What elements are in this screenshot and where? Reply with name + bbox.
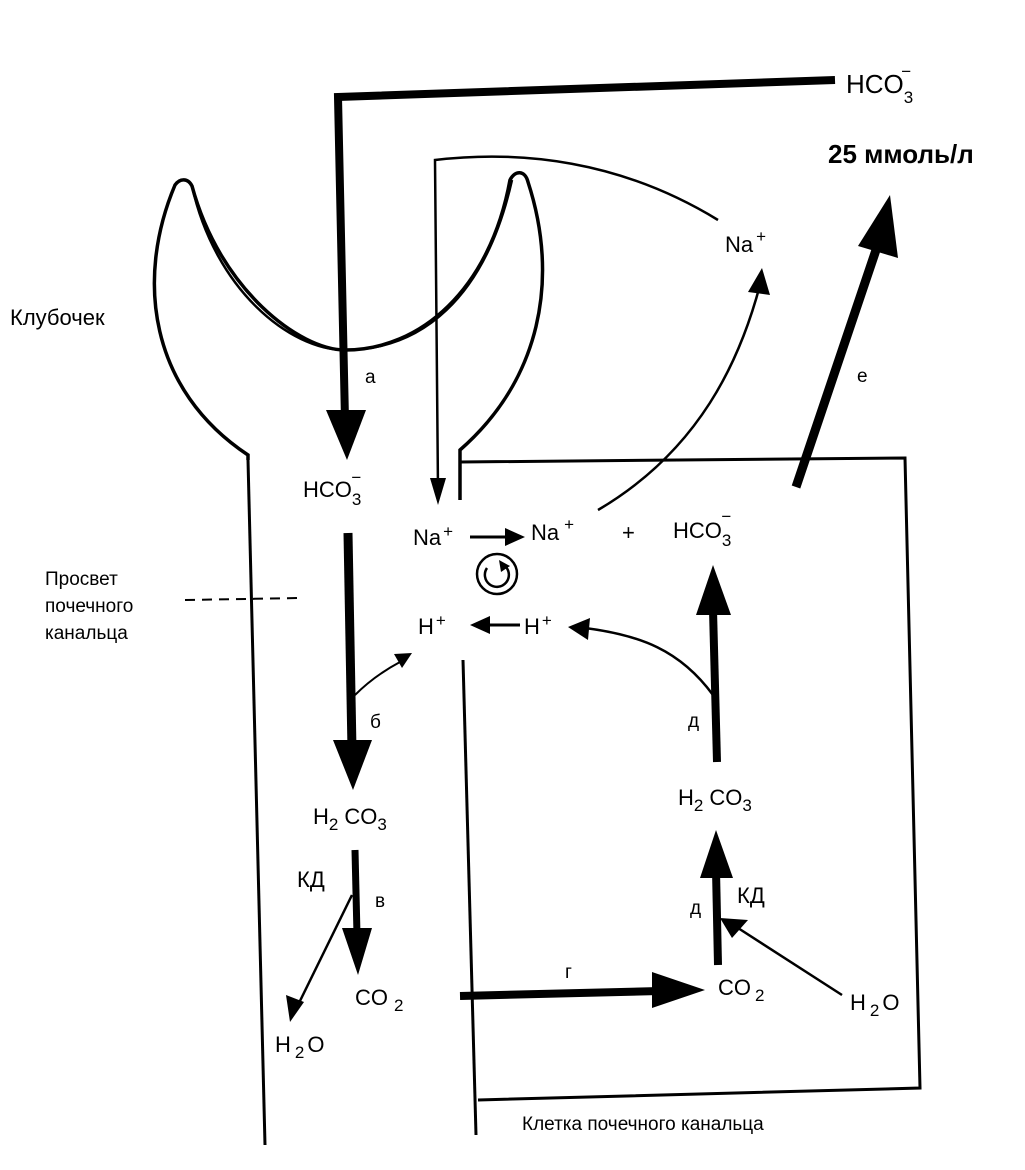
cell-box xyxy=(459,456,922,1102)
step-v-label: в xyxy=(375,891,385,912)
arrow-d2-head xyxy=(696,565,731,615)
antiporter-inner-head xyxy=(499,560,510,572)
arrow-b-head xyxy=(333,740,372,790)
step-a-label: а xyxy=(365,367,376,388)
blood-hco3-label: HCO3− xyxy=(846,62,913,107)
lumen-pointer-dashed xyxy=(184,597,301,601)
h-join-arrow-head xyxy=(394,653,412,668)
glomerulus-inner-arc xyxy=(190,179,514,352)
blood-concentration-label: 25 ммоль/л xyxy=(828,139,974,169)
h-secretion-arrow-head xyxy=(470,616,490,634)
h2o-split-arrow-head xyxy=(286,995,304,1022)
lumen-label-line2: почечного xyxy=(45,596,133,617)
arrow-d1 xyxy=(712,869,722,966)
arrow-d1-head xyxy=(700,830,733,878)
lumen-wall-right xyxy=(461,659,478,1136)
na-reabsorb-arrow xyxy=(597,284,762,512)
arrow-e xyxy=(791,248,881,489)
h-join-arrow xyxy=(354,661,401,696)
cell-na-label: Na+ xyxy=(531,515,574,545)
antiporter-circle-inner xyxy=(483,565,511,589)
arrow-e-head xyxy=(858,195,898,258)
arrow-g xyxy=(459,987,661,1000)
lumen-kd-label: КД xyxy=(297,867,325,892)
glomerulus-label: Клубочек xyxy=(10,305,105,330)
h2o-join-arrow xyxy=(737,926,843,997)
lumen-label-line3: канальца xyxy=(45,623,128,644)
h-branch-arrow xyxy=(584,626,715,696)
na-reabsorb-arrow-head xyxy=(748,268,770,295)
lumen-na-label: Na+ xyxy=(413,522,453,550)
lumen-h-label: H+ xyxy=(418,611,446,639)
arrow-g-head xyxy=(652,972,705,1008)
h-branch-arrow-head xyxy=(568,618,590,640)
na-filtered-arrow-head xyxy=(430,478,446,505)
cell-kd-label: КД xyxy=(737,883,765,908)
na-transport-arrow-head xyxy=(505,528,525,546)
na-filtered-arrow xyxy=(433,155,719,491)
arrow-a-head xyxy=(326,410,366,460)
cell-label: Клетка почечного канальца xyxy=(522,1114,764,1135)
antiporter-circle-outer xyxy=(475,552,519,596)
step-d1-label: д xyxy=(690,898,701,919)
cell-h-label: H+ xyxy=(524,611,552,639)
cell-hco3-label: HCO3− xyxy=(673,507,731,550)
step-d2-label: д xyxy=(688,711,699,732)
step-g-label: г xyxy=(565,962,572,983)
h2o-join-arrow-head xyxy=(720,918,748,938)
lumen-wall-left xyxy=(246,459,267,1146)
step-b-label: б xyxy=(370,712,381,733)
arrow-v-head xyxy=(342,928,372,975)
arrow-d2 xyxy=(709,609,721,763)
cell-plus-label: + xyxy=(622,520,635,545)
arrow-a xyxy=(333,76,836,421)
arrow-b xyxy=(343,532,357,751)
lumen-hco3-label: HCO3− xyxy=(303,468,361,509)
lumen-label-line1: Просвет xyxy=(45,569,118,590)
step-e-label: е xyxy=(857,366,868,387)
blood-na-label: Na+ xyxy=(725,227,766,257)
arrow-v xyxy=(351,849,361,936)
h2o-split-arrow xyxy=(296,894,354,1006)
